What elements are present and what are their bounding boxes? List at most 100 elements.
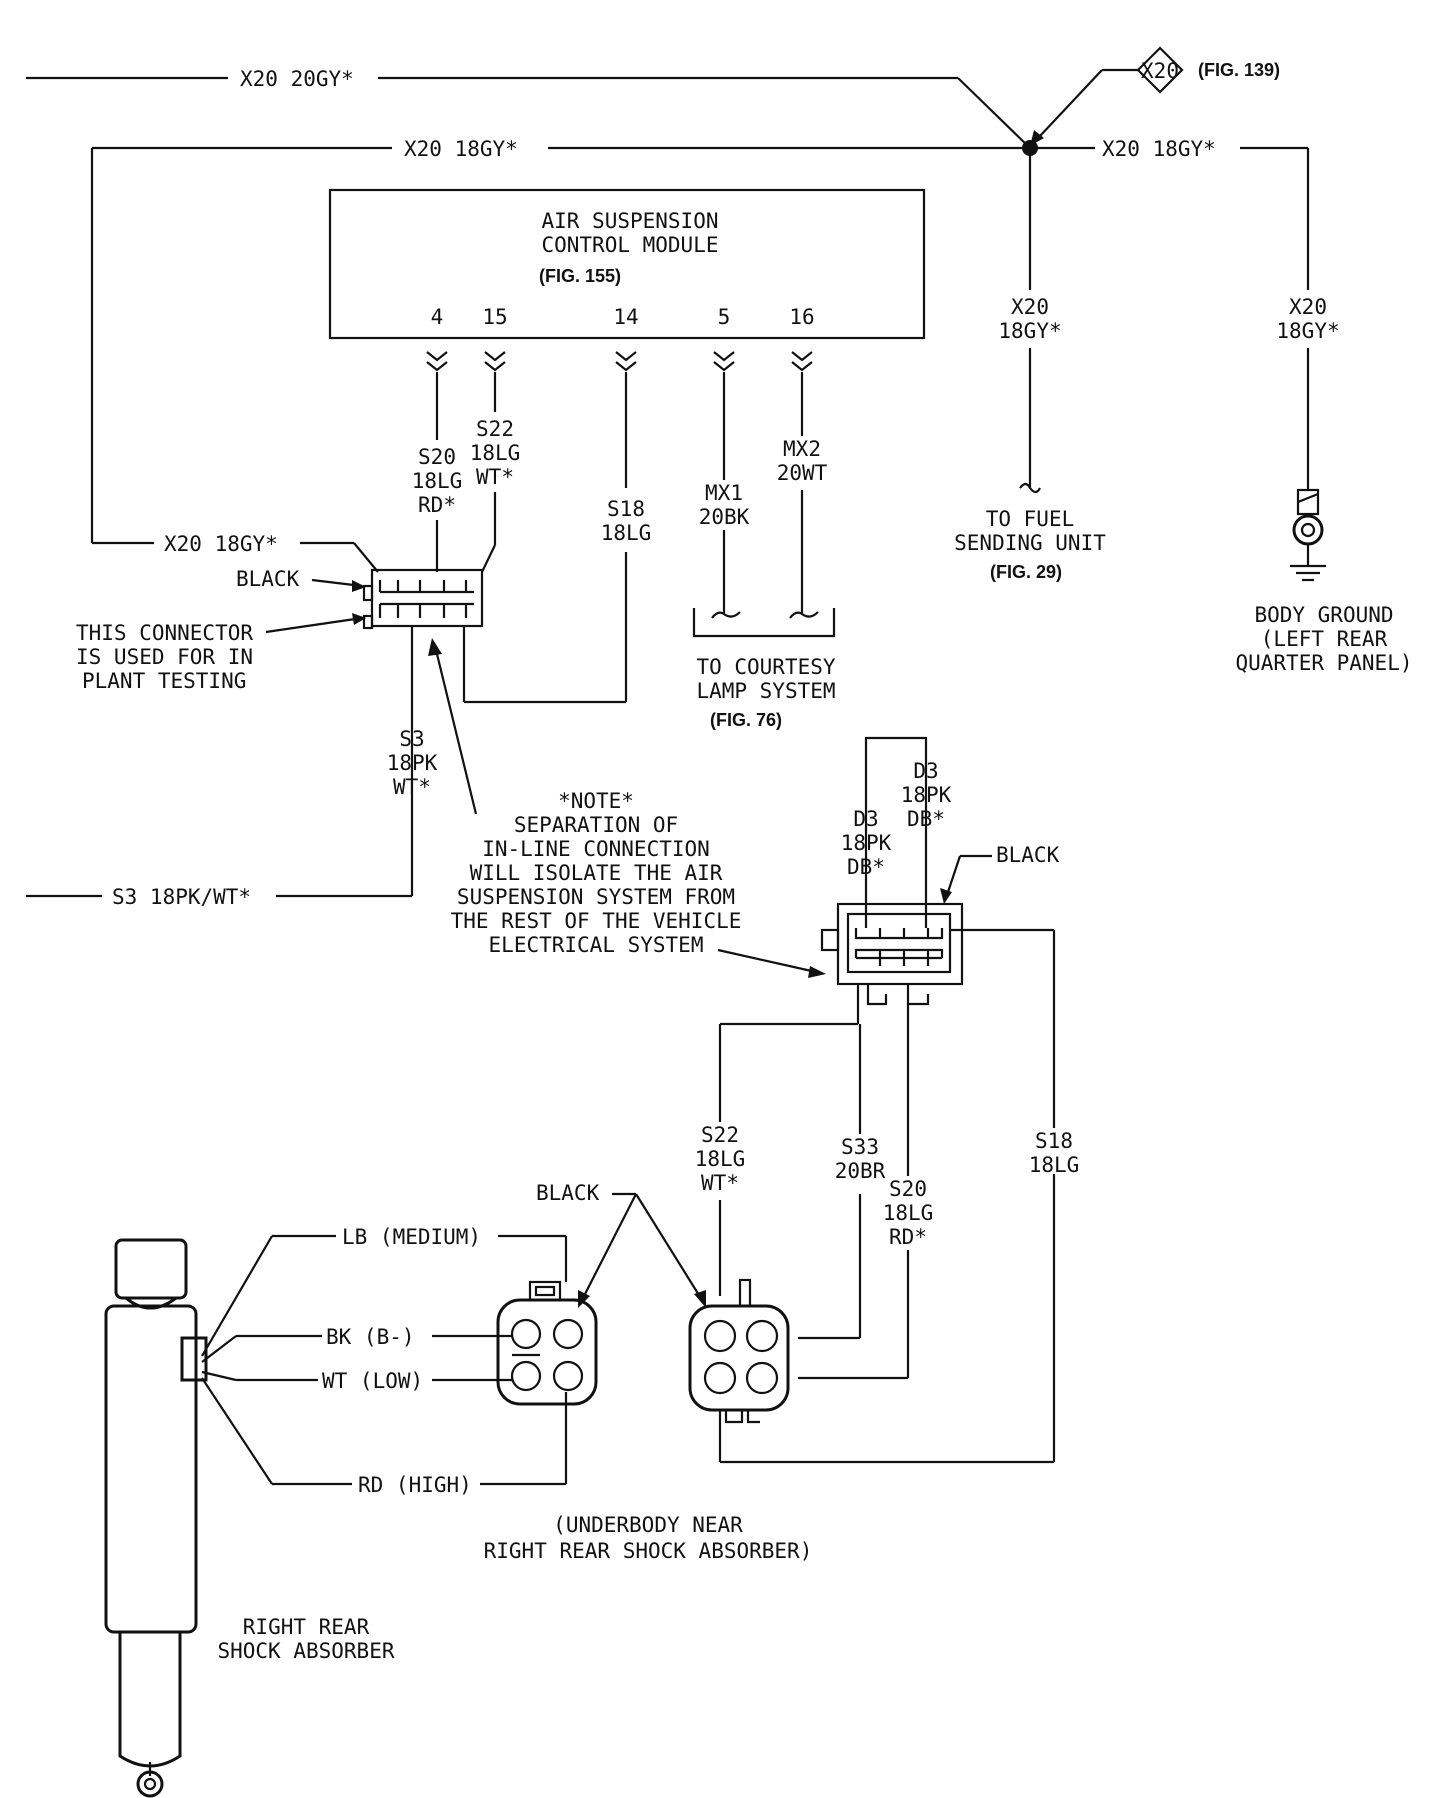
wire-x20-18gy-left-label: X20 18GY*	[164, 532, 278, 556]
wire-mx1-code: MX1	[705, 481, 743, 505]
splice-dot	[1022, 140, 1038, 156]
wire-s22-color: WT*	[476, 465, 514, 489]
module-output-wires	[92, 372, 804, 704]
lower-s20-color: RD*	[889, 1225, 927, 1249]
module-pin-5: 5	[718, 305, 731, 329]
wire-x20-18gy-right-label: X20 18GY*	[1102, 137, 1216, 161]
wire-mx1-gauge: 20BK	[699, 505, 750, 529]
fuel-wire-gauge: 18GY*	[998, 319, 1061, 343]
courtesy-lamp-destination: TO COURTESY LAMP SYSTEM (FIG. 76)	[692, 608, 836, 730]
shock-absorber: RIGHT REAR SHOCK ABSORBER	[104, 1238, 395, 1798]
ground-wire-code: X20	[1289, 295, 1327, 319]
fuel-sending-unit-destination: X20 18GY* TO FUEL SENDING UNIT (FIG. 29)	[954, 295, 1106, 582]
inline-connector-labels: BLACK D3 18PK DB* D3 18PK DB*	[841, 759, 1060, 904]
wire-x20-20gy-label: X20 20GY*	[240, 67, 354, 91]
lower-s20-code: S20	[889, 1177, 927, 1201]
wire-s3-horizontal-label: S3 18PK/WT*	[112, 885, 251, 909]
module-ref: (FIG. 155)	[539, 266, 621, 286]
location-line1: (UNDERBODY NEAR	[553, 1513, 743, 1537]
wire-mx2-code: MX2	[783, 437, 821, 461]
isolation-note: *NOTE* SEPARATION OF IN-LINE CONNECTION …	[428, 638, 826, 978]
splice-x20-callout: X20 (FIG. 139)	[1136, 46, 1280, 94]
wire-s3-code: S3	[399, 727, 424, 751]
splice-id: X20	[1141, 59, 1179, 83]
wire-s3-gauge: 18PK	[387, 751, 438, 775]
wire-s22-code: S22	[476, 417, 514, 441]
air-suspension-control-module: AIR SUSPENSION CONTROL MODULE (FIG. 155)…	[328, 188, 926, 340]
module-pin-4: 4	[431, 305, 444, 329]
module-pin-14: 14	[613, 305, 638, 329]
lower-s33-gauge: 20BR	[835, 1159, 886, 1183]
lower-s22-color: WT*	[701, 1171, 739, 1195]
ground-wire-gauge: 18GY*	[1276, 319, 1339, 343]
plant-test-labels: BLACK THIS CONNECTOR IS USED FOR IN PLAN…	[76, 567, 438, 909]
ground-line1: BODY GROUND	[1254, 603, 1393, 627]
splice-ref: (FIG. 139)	[1198, 60, 1280, 80]
note-header: *NOTE*	[558, 789, 634, 813]
inline-connector	[820, 736, 964, 1006]
ground-line3: QUARTER PANEL)	[1235, 651, 1412, 675]
courtesy-line1: TO COURTESY	[696, 655, 835, 679]
wire-s20-color: RD*	[418, 493, 456, 517]
shock-label-line2: SHOCK ABSORBER	[217, 1639, 394, 1663]
module-pin-terminals	[426, 351, 813, 372]
wire-s22-gauge: 18LG	[470, 441, 521, 465]
fuel-dest-line2: SENDING UNIT	[954, 531, 1106, 555]
module-wire-labels: S20 18LG RD* S22 18LG WT* S18 18LG MX1 2…	[164, 417, 828, 556]
lower-s20-gauge: 18LG	[883, 1201, 934, 1225]
wire-s18-gauge: 18LG	[601, 521, 652, 545]
harness-side-connector	[688, 1278, 790, 1424]
shock-connector-labels: BLACK (UNDERBODY NEAR RIGHT REAR SHOCK A…	[484, 1181, 813, 1563]
shock-leads: LB (MEDIUM) BK (B-) WT (LOW) RD (HIGH)	[201, 1225, 568, 1497]
shock-label-line1: RIGHT REAR	[243, 1615, 370, 1639]
x20-wiring	[26, 68, 1310, 543]
ground-line2: (LEFT REAR	[1261, 627, 1388, 651]
lower-s33-code: S33	[841, 1135, 879, 1159]
d3-right-color: DB*	[907, 807, 945, 831]
lead-lb-label: LB (MEDIUM)	[342, 1225, 481, 1249]
lower-s22-gauge: 18LG	[695, 1147, 746, 1171]
test-note-line3: PLANT TESTING	[82, 669, 246, 693]
fuel-ref: (FIG. 29)	[990, 562, 1062, 582]
courtesy-ref: (FIG. 76)	[710, 710, 782, 730]
wire-s3-color: WT*	[393, 775, 431, 799]
lower-s18-code: S18	[1035, 1129, 1073, 1153]
d3-right-code: D3	[913, 759, 938, 783]
lead-wt-label: WT (LOW)	[322, 1369, 423, 1393]
wire-x20-18gy-top-label: X20 18GY*	[404, 137, 518, 161]
lower-s22-code: S22	[701, 1123, 739, 1147]
wire-s20-code: S20	[418, 445, 456, 469]
shock-connector-color: BLACK	[536, 1181, 600, 1205]
shock-side-connector	[496, 1280, 598, 1406]
note-line5: THE REST OF THE VEHICLE	[451, 909, 742, 933]
module-pin-16: 16	[789, 305, 814, 329]
location-line2: RIGHT REAR SHOCK ABSORBER)	[484, 1539, 813, 1563]
module-title-line1: AIR SUSPENSION	[541, 209, 718, 233]
test-note-line1: THIS CONNECTOR	[76, 621, 253, 645]
d3-left-gauge: 18PK	[841, 831, 892, 855]
module-pin-15: 15	[482, 305, 507, 329]
lower-wire-labels: S22 18LG WT* S33 20BR S20 18LG RD* S18 1…	[695, 1123, 1080, 1249]
lower-s18-gauge: 18LG	[1029, 1153, 1080, 1177]
lead-bk-label: BK (B-)	[326, 1325, 415, 1349]
fuel-dest-line1: TO FUEL	[986, 507, 1075, 531]
fuel-wire-code: X20	[1011, 295, 1049, 319]
plant-test-connector	[26, 568, 484, 898]
note-line3: WILL ISOLATE THE AIR	[470, 861, 723, 885]
module-title-line2: CONTROL MODULE	[541, 233, 718, 257]
courtesy-line2: LAMP SYSTEM	[696, 679, 835, 703]
body-ground: X20 18GY* BODY GROUND (LEFT REAR QUARTER…	[1235, 295, 1412, 675]
d3-left-code: D3	[853, 807, 878, 831]
test-note-line2: IS USED FOR IN	[76, 645, 253, 669]
note-line1: SEPARATION OF	[514, 813, 678, 837]
lower-wires	[718, 928, 1056, 1464]
note-line2: IN-LINE CONNECTION	[482, 837, 710, 861]
lead-rd-label: RD (HIGH)	[358, 1473, 472, 1497]
wire-s20-gauge: 18LG	[412, 469, 463, 493]
test-connector-color: BLACK	[236, 567, 300, 591]
inline-connector-color: BLACK	[996, 843, 1060, 867]
note-line6: ELECTRICAL SYSTEM	[489, 933, 704, 957]
d3-right-gauge: 18PK	[901, 783, 952, 807]
wire-s18-code: S18	[607, 497, 645, 521]
